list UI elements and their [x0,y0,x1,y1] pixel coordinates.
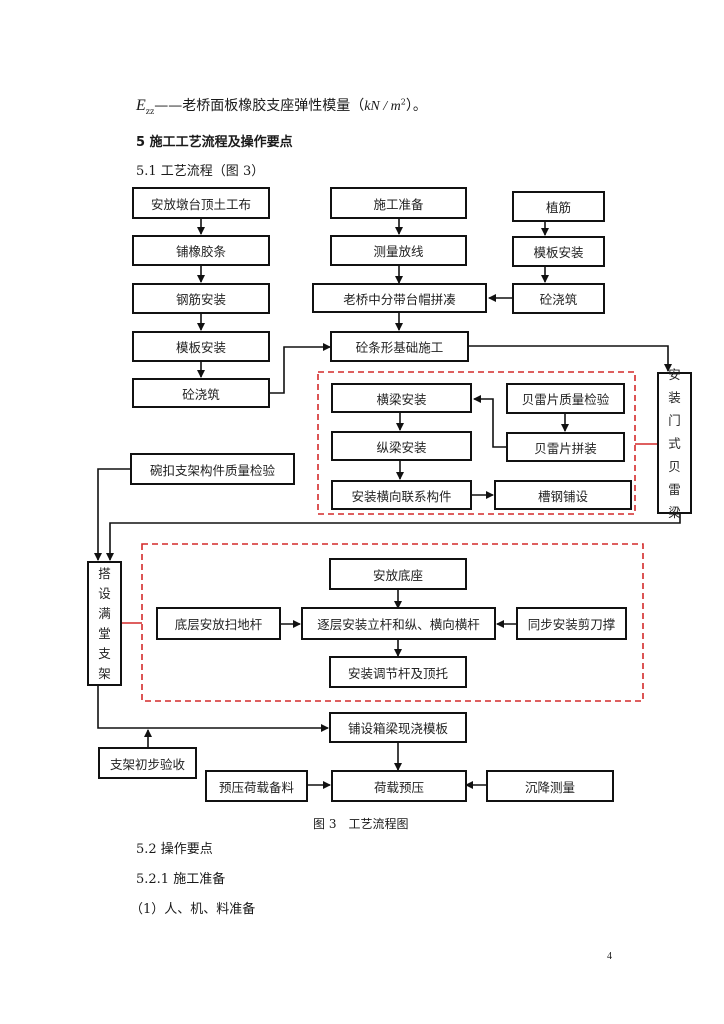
formula-dash: —— [154,98,183,114]
box-scaffold: 搭 设 满 堂 支 架 [87,561,122,686]
box-rebar: 钢筋安装 [132,283,270,314]
scaffold-char: 满 [98,605,111,621]
box-layer-install: 逐层安装立杆和纵、横向横杆 [301,607,496,640]
ops-subheading: 5.2.1 施工准备 [136,872,226,887]
bailey-char: 安 [668,366,681,382]
box-initial-acceptance: 支架初步验收 [98,747,197,779]
box-survey: 测量放线 [330,235,467,266]
scaffold-group-border [141,543,644,702]
bailey-char: 门 [668,412,681,428]
box-formwork-left: 模板安装 [132,331,270,362]
formula-symbol: E [136,97,146,114]
figure-caption: 图 3 工艺流程图 [313,817,409,831]
box-bailey-beam: 安 装 门 式 贝 雷 梁 [657,367,692,520]
section-heading: 5 施工工艺流程及操作要点 [136,135,293,150]
bailey-char: 梁 [668,504,681,520]
box-planting-bars: 植筋 [512,191,605,222]
box-strip-foundation: 砼条形基础施工 [330,331,469,362]
bailey-char: 贝 [668,458,681,474]
box-longbeam: 纵梁安装 [331,431,472,461]
box-box-girder-formwork: 铺设箱梁现浇模板 [329,712,467,743]
box-preparation: 施工准备 [330,187,467,219]
bailey-char: 装 [668,389,681,405]
box-base: 安放底座 [329,558,467,590]
formula-close: ）。 [405,98,427,114]
box-preload-material: 预压荷载备料 [205,770,308,802]
box-bracing: 安装横向联系构件 [331,480,472,510]
scaffold-char: 堂 [98,625,111,641]
ops-heading: 5.2 操作要点 [136,842,213,857]
box-pour-right: 砼浇筑 [512,283,605,314]
formula-subscript: zz [145,106,155,116]
ops-item-1: （1）人、机、料准备 [130,902,256,917]
bailey-char: 式 [668,435,681,451]
box-geotextile: 安放墩台顶土工布 [132,187,270,219]
arrow-scaffold-to-formwork [97,686,329,732]
formula-description: 老桥面板橡胶支座弹性模量（ [182,98,365,114]
box-formwork-right: 模板安装 [512,236,605,267]
box-crossbeam: 横梁安装 [331,383,472,413]
subsection-heading: 5.1 工艺流程（图 3） [136,164,265,179]
scaffold-char: 设 [98,585,111,601]
box-channel-steel: 槽钢铺设 [494,480,632,510]
box-sweep-rod: 底层安放扫地杆 [156,607,281,640]
box-adjust-rod: 安装调节杆及顶托 [329,656,467,688]
box-bowl-check: 碗扣支架构件质量检验 [130,453,295,485]
formula-unit: kN / m [364,99,401,114]
scaffold-char: 架 [98,665,111,681]
formula-line: Ezz——老桥面板橡胶支座弹性模量（kN / m2）。 [136,95,427,116]
arrow-foundation-to-bailey [469,345,672,372]
box-bailey-check: 贝雷片质量检验 [506,383,625,414]
box-rubber-strip: 铺橡胶条 [132,235,270,266]
box-cap-splice: 老桥中分带台帽拼凑 [312,283,487,313]
scaffold-char: 搭 [98,565,111,581]
box-settlement: 沉降测量 [486,770,614,802]
arrow-bailey-to-scaffold [106,514,681,561]
arrow-bowlcheck-to-scaffold [94,468,130,561]
box-bailey-assembly: 贝雷片拼装 [506,432,625,462]
formula-unit-sup: 2 [400,97,406,107]
scaffold-char: 支 [98,645,111,661]
box-preload: 荷载预压 [331,770,467,802]
box-pour-left: 砼浇筑 [132,378,270,408]
bailey-char: 雷 [668,481,681,497]
arrow-pour-to-foundation [270,343,331,394]
page-number: 4 [607,951,612,962]
box-scissor-brace: 同步安装剪刀撑 [516,607,627,640]
arrow-assembly-crossbeam [473,395,506,448]
